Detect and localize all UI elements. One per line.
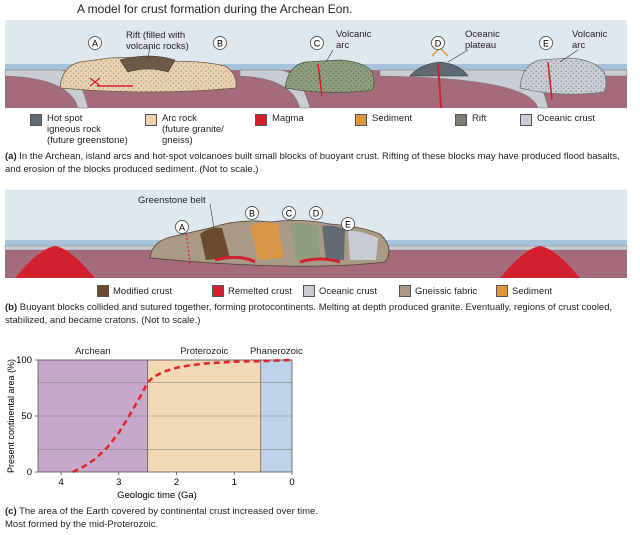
panel-a-diagram: A B C D E [4,20,628,109]
legend-swatch [212,285,224,297]
volcanic-arc-block [284,59,375,93]
label-b: B [217,39,223,49]
label-a: A [179,223,185,233]
greenstone-belt-label: Greenstone belt [138,195,206,206]
hot-spot-block [322,225,345,260]
panel-b-diagram: A B C D E [4,190,628,278]
modified-crust-block [200,227,230,260]
suture-line [185,229,191,265]
legend-item-sediment: Sediment [355,113,412,126]
label-circle-e [341,217,355,231]
x-tick-label: 2 [174,477,179,488]
plateau-magma-conduit [437,63,442,109]
legend-item-oceanic-crust: Oceanic crust [520,113,595,126]
greenstone-block [290,223,320,260]
caption-a: (a) In the Archean, island arcs and hot-… [5,151,620,175]
y-tick-label: 50 [21,411,32,422]
label-d: D [313,209,320,219]
volcanic-arc-label-2: Volcanic arc [572,29,608,51]
legend-swatch [30,114,42,126]
label-circle-a [88,36,102,50]
hot-spot-plume [500,246,580,278]
label-e: E [543,39,549,49]
legend-swatch [145,114,157,126]
eon-label-proterozoic: Proterozoic [180,346,228,357]
rift-label: Rift (filled with volcanic rocks) [126,30,189,52]
legend-item-arc-rock: Arc rock (future granite/ gneiss) [145,113,224,146]
label-b: B [249,209,255,219]
sediment-block [250,222,284,260]
legend-item-remelted-crust: Remelted crust [212,285,292,297]
label-c: C [286,209,293,219]
label-circle-d [431,36,445,50]
y-tick-label: 0 [27,467,32,478]
legend-swatch [399,285,411,297]
label-circle-c [310,36,324,50]
label-circle-e [539,36,553,50]
x-tick-label: 3 [116,477,121,488]
x-tick-label: 0 [289,477,294,488]
y-axis-label: Present continental area (%) [6,359,16,473]
legend-item-rift: Rift [455,113,486,126]
legend-swatch [97,285,109,297]
x-tick-label: 4 [58,477,63,488]
legend-item-magma: Magma [255,113,304,126]
arc-rock-block [59,57,237,93]
x-axis-label: Geologic time (Ga) [117,490,197,501]
label-circle-a [175,220,189,234]
legend-item-modified-crust: Modified crust [97,285,172,297]
label-circle-b [245,206,259,220]
remelted-crust [299,257,341,264]
rift-fill [119,55,176,73]
oceanic-plateau-label: Oceanic plateau [465,29,500,51]
plateau-leader [447,49,469,63]
label-e: E [345,220,351,230]
volcanic-arc-label-1: Volcanic arc [336,29,372,51]
legend-swatch [355,114,367,126]
label-circle-c [282,206,296,220]
eon-label-phanerozoic: Phanerozoic [250,346,303,357]
magma-conduit [547,61,553,101]
label-circle-d [309,206,323,220]
arc-leader [559,49,579,63]
legend-item-gneissic-fabric: Gneissic fabric [399,285,477,297]
figure-title: A model for crust formation during the A… [77,2,353,16]
label-a: A [92,39,98,49]
label-d: D [435,39,442,49]
caption-c: (c) The area of the Earth covered by con… [5,506,318,530]
legend-item-sediment: Sediment [496,285,552,297]
legend-item-oceanic-crust: Oceanic crust [303,285,377,297]
rift-leader [147,46,151,59]
magma-conduit [317,63,323,97]
legend-item-hot-spot: Hot spot igneous rock (future greenstone… [30,113,128,146]
legend-swatch [255,114,267,126]
caption-b: (b) Buoyant blocks collided and sutured … [5,302,613,326]
label-circle-b [213,36,227,50]
legend-swatch [520,114,532,126]
hot-spot-plume [15,246,95,278]
continental-area-chart: Archean Proterozoic Phanerozoic 0 50 100 4 3 2 1 0… [6,346,303,501]
y-tick-label: 100 [16,355,32,366]
x-tick-label: 1 [232,477,237,488]
greenstone-leader [209,203,215,229]
legend-swatch [303,285,315,297]
volcanic-arc-block [519,57,607,95]
magma-mark [89,77,101,87]
series-line [72,358,293,474]
eon-label-archean: Archean [75,346,110,357]
label-c: C [314,39,321,49]
legend-swatch [455,114,467,126]
remelted-crust [214,255,256,264]
oceanic-block [348,230,378,260]
arc-leader [325,49,334,63]
legend-swatch [496,285,508,297]
